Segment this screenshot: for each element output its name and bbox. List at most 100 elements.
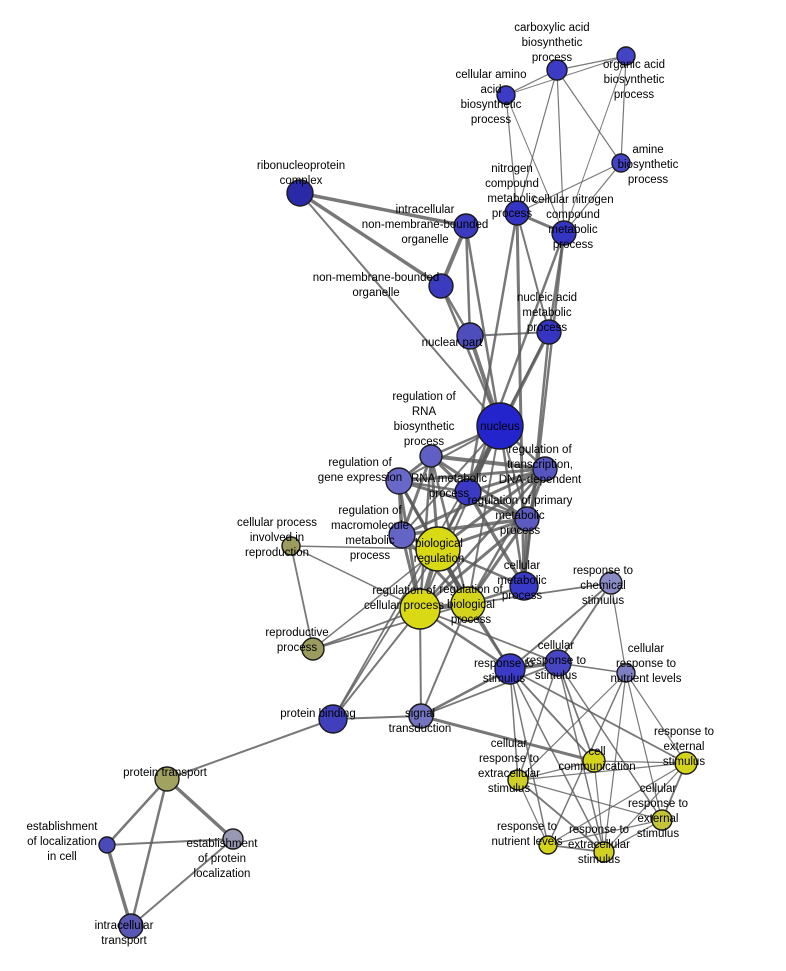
node-estprot[interactable] <box>222 828 244 850</box>
node-regrna[interactable] <box>419 444 443 468</box>
edge-respchem-respstim <box>509 582 612 670</box>
edge-cellrespextra-respnut <box>517 779 549 846</box>
edge-respstim-respext <box>509 668 687 764</box>
node-cellrespnut[interactable] <box>616 663 636 683</box>
node-respnut[interactable] <box>538 835 558 855</box>
node-regbio[interactable] <box>450 586 486 622</box>
edge-cellrespext-respextra <box>603 819 663 853</box>
node-cellprocrep[interactable] <box>281 536 301 556</box>
edge-respext-cellrespextra <box>517 762 687 781</box>
edge-carb-cnitro <box>556 69 565 234</box>
edge-prottrans-estloc <box>105 777 169 847</box>
node-nucpart[interactable] <box>456 322 484 350</box>
node-cellrespext[interactable] <box>651 809 673 831</box>
node-amine[interactable] <box>611 153 631 173</box>
edge-cellcomm-cellrespextra <box>517 760 595 781</box>
node-nmb[interactable] <box>428 273 454 299</box>
node-regtrans[interactable] <box>532 456 558 482</box>
edge-nitro-nucleic <box>516 212 550 333</box>
node-ribo[interactable] <box>286 179 314 207</box>
edge-cellrespstim-cellcomm <box>557 662 595 762</box>
node-amino[interactable] <box>496 85 516 105</box>
node-regcell[interactable] <box>399 588 441 630</box>
node-intranmb[interactable] <box>453 213 479 239</box>
node-intratrans[interactable] <box>118 913 144 939</box>
node-respext[interactable] <box>674 751 698 775</box>
edge-cellrespstim-cellrespextra <box>517 662 559 781</box>
node-respextra[interactable] <box>593 841 615 863</box>
node-cellcomm[interactable] <box>582 749 606 773</box>
edge-cellrespnut-respext <box>625 672 687 764</box>
node-estloc[interactable] <box>98 836 116 854</box>
edge-respstim-cellcomm <box>509 668 595 762</box>
node-respstim[interactable] <box>494 653 526 685</box>
edge-respstim-signal <box>419 667 512 718</box>
node-regprim[interactable] <box>514 506 540 532</box>
edge-cellprocrep-bioreg <box>290 545 439 550</box>
edge-cellprocrep-regcell <box>290 545 421 610</box>
edge-nucleic-cellmetab <box>522 330 551 588</box>
edge-regrna-regtrans <box>429 454 547 471</box>
edge-respchem-cellrespstim <box>557 582 612 664</box>
node-prottrans[interactable] <box>154 766 180 792</box>
edge-cellcomm-respext <box>593 760 687 764</box>
node-nucleic[interactable] <box>536 319 562 345</box>
node-org[interactable] <box>616 46 636 66</box>
edge-amino-nitro <box>505 94 518 214</box>
edge-respstim-respnut <box>509 668 549 846</box>
edge-amino-cnitro <box>505 94 565 234</box>
node-layer <box>98 46 698 939</box>
node-label-nucleus: nucleus <box>480 421 520 433</box>
node-rnametab[interactable] <box>454 478 482 506</box>
edge-layer <box>105 55 687 928</box>
node-cellmetab[interactable] <box>509 571 539 601</box>
node-signal[interactable] <box>408 703 434 729</box>
edge-cellprocrep-repro <box>290 545 314 650</box>
edge-nucleus-regcell <box>419 425 501 610</box>
edge-cellrespstim-signal <box>420 662 559 717</box>
edge-cnitro-rnametab <box>466 231 566 494</box>
node-label-nucpart: nuclear part <box>422 337 484 349</box>
node-regmacro[interactable] <box>388 521 416 549</box>
node-carb[interactable] <box>546 59 568 81</box>
edge-org-amine <box>620 55 627 164</box>
node-protbind[interactable] <box>318 704 348 734</box>
edge-protbind-prottrans <box>166 718 334 780</box>
node-cnitro[interactable] <box>551 220 577 246</box>
node-respchem[interactable] <box>599 571 623 595</box>
node-cellrespextra[interactable] <box>507 769 529 791</box>
node-bioreg[interactable] <box>415 526 461 572</box>
edge-repro-bioreg <box>312 548 439 650</box>
edge-cellrespstim-regcell <box>419 608 559 664</box>
edge-cellrespextra-cellrespext <box>517 779 663 821</box>
node-reggene[interactable] <box>385 467 413 495</box>
node-repro[interactable] <box>301 637 325 661</box>
edge-prottrans-intratrans <box>129 777 169 928</box>
edge-respchem-cellrespnut <box>610 582 627 674</box>
edge-cellrespext-respnut <box>547 819 663 846</box>
node-nitro[interactable] <box>504 200 530 226</box>
edge-estprot-intratrans <box>130 838 234 927</box>
node-cellrespstim[interactable] <box>544 649 572 677</box>
edge-respstim-cellrespextra <box>509 668 519 781</box>
node-nucleus[interactable] <box>476 402 524 450</box>
edge-carb-nitro <box>516 69 558 214</box>
